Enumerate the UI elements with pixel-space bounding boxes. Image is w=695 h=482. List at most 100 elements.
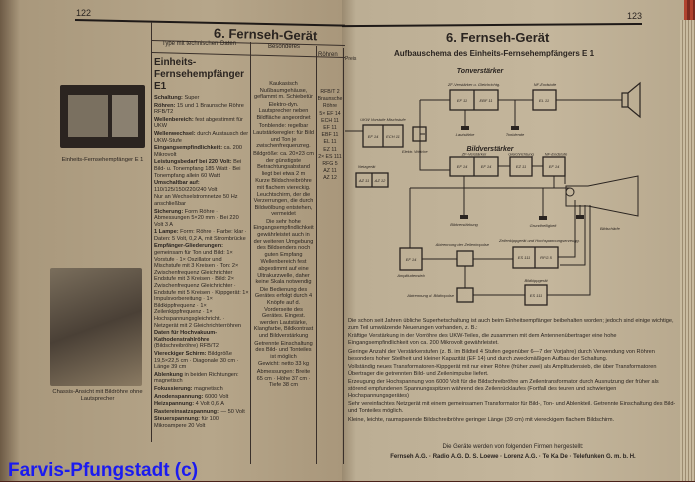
label: NF-Endstufe [534, 82, 557, 87]
feature-entry: Gewicht: netto 33 kg [258, 361, 309, 368]
photo-caption: Einheits-Fernsehempfänger E 1 [61, 157, 144, 163]
tube: EBF 11 [480, 98, 493, 103]
feature-entry: Lautstärkeregler: für Bild und Ton je zw… [253, 130, 314, 150]
spec-key: Umschaltbar auf: [154, 180, 200, 187]
spec-value: durch Austausch der UKW-Stufe [154, 130, 249, 144]
spec-value: Bei Bild- u. Tonempfang 185 Watt · Bei T… [154, 159, 242, 179]
label: Tonblende [506, 132, 525, 137]
feature-entry: Bildgröße: ca. 20×23 cm der günstigste B… [253, 150, 314, 177]
spec-entry: Daten für Hochvakuum-Kathodenstrahlröhre… [154, 330, 249, 350]
page-number-right: 123 [627, 11, 643, 21]
spec-entry: Leistungsbedarf bei 220 Volt: Bei Bild- … [154, 159, 249, 179]
right-page [342, 0, 684, 481]
spec-key: Wellenwechsel: [154, 130, 196, 137]
spec-entry: Nur an Wechselstromnetze 50 Hz anschließ… [154, 194, 249, 207]
spec-entry: Wellenwechsel: durch Austausch der UKW-S… [154, 131, 249, 144]
tube: EL 11 [539, 98, 549, 103]
tube: ES 111 [530, 293, 543, 298]
spec-value: 6000 Volt [204, 393, 229, 400]
tube: EF 11 [457, 98, 467, 103]
label: Bildschärfe [600, 226, 621, 231]
tv-screen [68, 95, 108, 137]
page-number-left: 122 [76, 8, 92, 18]
label: ZF-Verstärker [461, 152, 487, 157]
spec-value: Form: Röhre · Farbe: klar · Daten: 5 Vol… [154, 229, 247, 242]
tube-entry: EBF 11 [321, 132, 339, 139]
label: Gleichrichtung [508, 152, 534, 157]
tube-entry: AZ 11 [323, 168, 337, 175]
tube: RFG 5 [540, 255, 553, 260]
spec-value: fest abgestimmt für UKW [154, 116, 243, 130]
column-header-type: Type mit technischen Daten [162, 41, 237, 47]
label: Elektr. Weiche [402, 149, 428, 154]
tube: EF 14 [457, 164, 468, 169]
label: NF-Endstufe [545, 152, 568, 157]
feature-entry: Kaukasisch Nußbaumgehäuse, geflammt m. S… [253, 81, 314, 101]
spec-entry: Umschaltbar auf: 110/125/150/220/240 Vol… [154, 180, 249, 193]
spec-value: gemeinsam für Ton und Bild: 1× Vorstufe … [154, 250, 249, 329]
spec-key: Fokussierung: [154, 385, 193, 392]
spec-key: Viereckiger Schirm: [154, 350, 207, 357]
spec-key: Leistungsbedarf bei 220 Volt: [154, 159, 232, 166]
feature-entry: Tonblende: regelbar [258, 122, 309, 129]
feature-entry: Die sehr hohe Eingangsempfindlichkeit ge… [253, 218, 314, 258]
spec-value: 4 Volt 0,6 A [195, 401, 224, 408]
label: Amplitudensieb [396, 273, 425, 278]
label: UKW Vorstufe Mischstufe [360, 117, 406, 122]
paragraph: Kleine, leichte, raumsparende Bildschrei… [348, 416, 615, 423]
features-column: Kaukasisch Nußbaumgehäuse, geflammt m. S… [253, 81, 314, 390]
spec-entry: Schaltung: Super [154, 95, 249, 102]
manufacturers-list: Fernseh A.G. · Radio A.G. D. S. Loewe · … [390, 454, 636, 460]
tube-entry: EZ 11 [323, 146, 337, 153]
table-divider [343, 48, 344, 464]
spec-entry: Viereckiger Schirm: Bildgröße 19,5×22,5 … [154, 351, 249, 371]
control-knobs [460, 126, 584, 220]
tube: AZ 11 [358, 178, 369, 183]
spec-value: für 100 Mikroampere 20 Volt [154, 416, 219, 429]
spec-key: Empfänger-Gliederungen: [154, 243, 223, 250]
feature-entry: Die Bedienung des Gerätes erfolgt durch … [253, 286, 314, 339]
table-divider [151, 22, 152, 442]
label: Abtrennung d. Bildimpulse [406, 293, 454, 298]
spec-entry: Steuerspannung: für 100 Mikroampere 20 V… [154, 416, 249, 429]
tube: ECH 11 [386, 134, 400, 139]
knob-icon [461, 126, 469, 130]
label: Grundhelligkeit [530, 223, 558, 228]
table-divider [250, 42, 251, 464]
feature-entry: Getrennte Einschaltung des Bild- und Ton… [254, 340, 313, 360]
spec-key: Daten für Hochvakuum-Kathodenstrahlröhre [154, 330, 218, 343]
spec-entry: Anodenspannung: 6000 Volt [154, 394, 249, 401]
spec-key: Rastereinsatzspannung: [154, 408, 219, 415]
page-title-right: 6. Fernseh-Gerät [446, 30, 550, 45]
label: Bildkippgerät [524, 278, 548, 283]
spec-entry: Heizspannung: 4 Volt 0,6 A [154, 401, 249, 408]
tube: AZ 12 [374, 178, 386, 183]
description-text: Die schon seit Jahren übliche Superhetsc… [348, 318, 678, 425]
tv-photo [60, 85, 145, 148]
spec-value: Bildgröße 19,5×22,5 cm · Diagonale 30 cm… [154, 350, 239, 371]
speaker-icon [621, 81, 641, 119]
tube-entry: 2× ES 111 [318, 153, 342, 160]
spec-entry: Fokussierung: magnetisch [154, 386, 249, 393]
diagram-title: Aufbauschema des Einheits-Fernsehempfäng… [394, 49, 595, 58]
spec-key: Heizspannung: [154, 401, 195, 408]
label: Zeilenkippgerät und Hochspannungserzeugg… [498, 238, 580, 243]
model-name: Einheits-Fernsehempfänger E1 [154, 57, 245, 92]
knob-icon [539, 216, 547, 220]
photo-caption: Chassis-Ansicht mit Bildröhre ohne Lauts… [52, 389, 143, 402]
spec-key: Ablenkung [154, 371, 183, 378]
type-column: Einheits-Fernsehempfänger E1 Schaltung: … [154, 57, 249, 431]
spec-value: Form Röhre · Abmessungen 5×20 mm · Bei 2… [154, 208, 239, 228]
knob-icon [576, 215, 584, 219]
tube-entry: 5× EF 14 [319, 110, 341, 117]
tube-entry: AZ 12 [323, 175, 337, 182]
feature-entry: Elektro-dyn. Lautsprecher neben Bildfläc… [256, 101, 311, 121]
label-bildverstaerker: Bildverstärker [466, 146, 514, 153]
label: Netzgerät [358, 164, 376, 169]
tube: EF 14 [481, 164, 492, 169]
column-header-besonderes: Besonderes [268, 44, 301, 50]
spec-key: Röhren: [154, 102, 176, 109]
spec-entry: Sicherung: Form Röhre · Abmessungen 5×20… [154, 209, 249, 229]
tube-entry: EL 11 [323, 139, 337, 146]
